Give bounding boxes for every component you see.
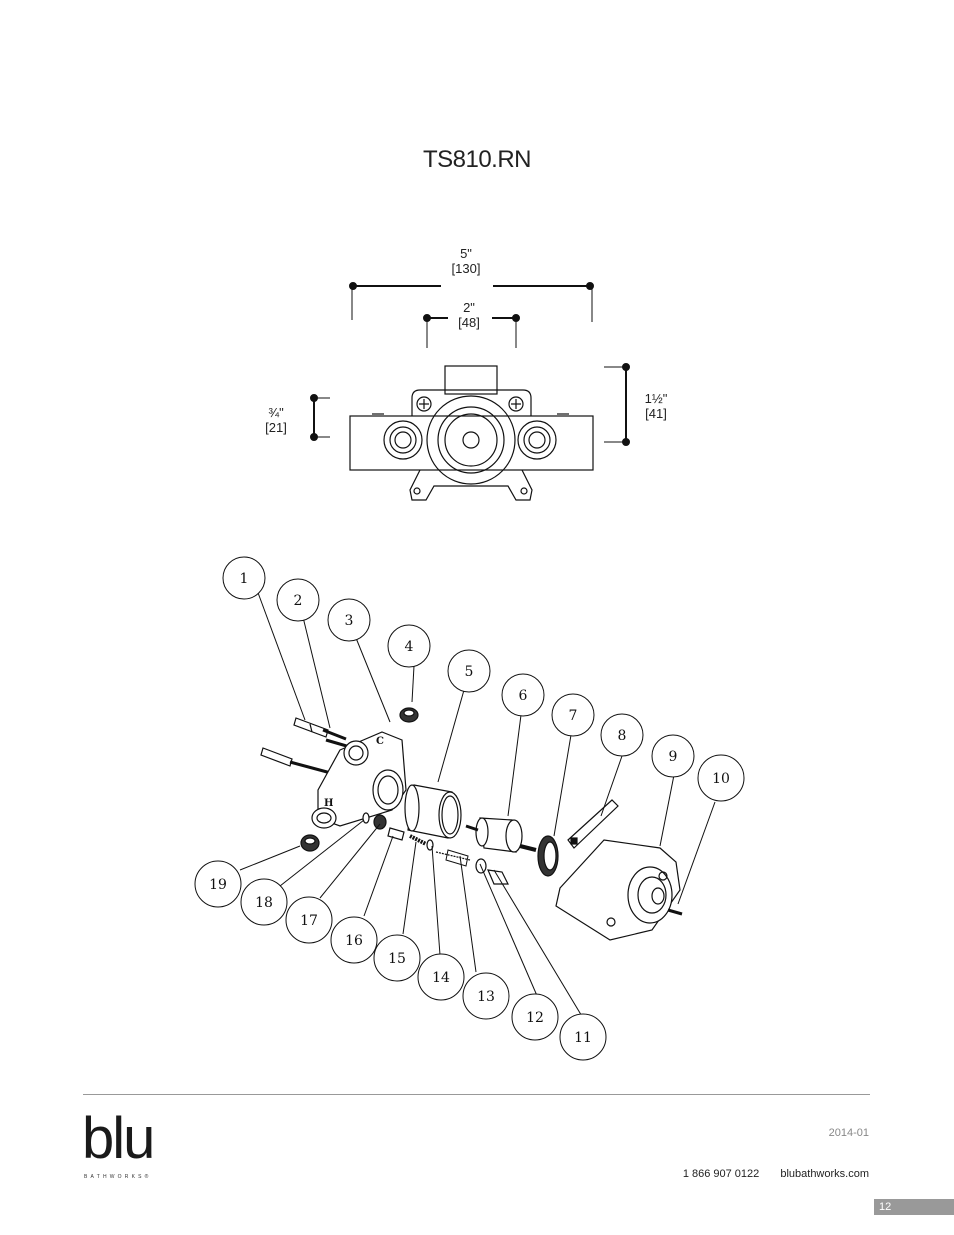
svg-text:10: 10	[712, 771, 730, 787]
svg-text:H: H	[324, 798, 333, 809]
center-inches: 2"	[463, 300, 475, 315]
svg-text:15: 15	[388, 951, 406, 967]
callout-5: 5	[447, 649, 491, 693]
callout-11: 11	[559, 1013, 607, 1061]
svg-text:13: 13	[477, 989, 495, 1005]
callout-6: 6	[501, 673, 545, 717]
callout-17: 17	[285, 896, 333, 944]
phone-number: 1 866 907 0122	[682, 1168, 760, 1180]
leader-lines	[239, 589, 716, 1019]
callout-2: 2	[276, 578, 320, 622]
website-link[interactable]: blubathworks.com	[780, 1168, 869, 1180]
callout-18: 18	[240, 878, 288, 926]
callout-15: 15	[373, 934, 421, 982]
svg-text:6: 6	[519, 688, 528, 704]
svg-text:5: 5	[465, 664, 474, 680]
inlet-mm: [21]	[265, 420, 287, 435]
inlet-inches: ¾"	[268, 405, 284, 420]
center-dimension-label: 2" [48]	[449, 300, 489, 330]
depth-inches: 1½"	[644, 391, 668, 406]
depth-mm: [41]	[645, 406, 667, 421]
callout-14: 14	[417, 953, 465, 1001]
document-date: 2014-01	[828, 1127, 869, 1139]
page-number: 12	[874, 1199, 954, 1215]
exploded-parts: C H	[260, 707, 683, 941]
callout-10: 10	[697, 754, 745, 802]
brand-logo: blu BATHWORKS®	[82, 1106, 155, 1181]
width-mm: [130]	[451, 261, 481, 276]
svg-text:11: 11	[574, 1030, 592, 1046]
svg-text:16: 16	[345, 933, 363, 949]
svg-text:18: 18	[255, 895, 273, 911]
page-title: TS810.RN	[422, 146, 532, 173]
contact-info: 1 866 907 0122 blubathworks.com	[665, 1168, 869, 1180]
svg-text:1: 1	[240, 571, 249, 587]
dimension-lines	[310, 282, 630, 446]
callout-12: 12	[511, 993, 559, 1041]
brand-subtitle: BATHWORKS®	[84, 1174, 152, 1180]
inlet-dimension-label: ¾" [21]	[256, 405, 296, 435]
callout-4: 4	[387, 624, 431, 668]
callout-16: 16	[330, 916, 378, 964]
svg-text:C: C	[376, 736, 384, 747]
callout-7: 7	[551, 693, 595, 737]
callout-circles: 1 2 3 4 5 6 7 8 9 10 11 12 13 14 15 16 1…	[194, 556, 745, 1061]
svg-text:7: 7	[569, 708, 578, 724]
svg-text:8: 8	[618, 728, 627, 744]
callout-19: 19	[194, 860, 242, 908]
svg-text:2: 2	[294, 593, 303, 609]
svg-text:19: 19	[209, 877, 227, 893]
callout-9: 9	[651, 734, 695, 778]
callout-13: 13	[462, 972, 510, 1020]
center-mm: [48]	[458, 315, 480, 330]
valve-top-view	[349, 365, 594, 501]
callout-3: 3	[327, 598, 371, 642]
width-dimension-label: 5" [130]	[446, 246, 486, 276]
width-inches: 5"	[460, 246, 472, 261]
depth-dimension-label: 1½" [41]	[636, 391, 676, 421]
svg-text:9: 9	[669, 749, 678, 765]
svg-text:12: 12	[526, 1010, 544, 1026]
svg-text:17: 17	[300, 913, 318, 929]
svg-text:14: 14	[432, 970, 450, 986]
svg-text:4: 4	[405, 639, 414, 655]
callout-8: 8	[600, 713, 644, 757]
footer-divider	[83, 1094, 870, 1095]
callout-1: 1	[222, 556, 266, 600]
svg-text:3: 3	[345, 613, 354, 629]
brand-name: blu	[82, 1106, 155, 1171]
